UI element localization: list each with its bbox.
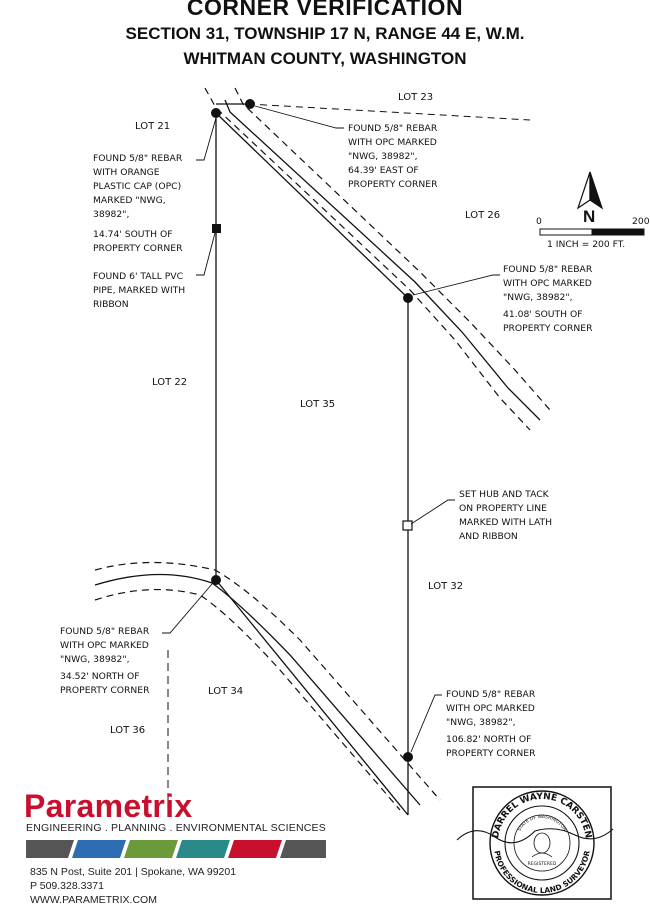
nw-rebar-marker: [211, 108, 221, 118]
note-ne-corner: FOUND 5/8" REBAR WITH OPC MARKED "NWG, 3…: [503, 264, 595, 334]
se-rebar-marker: [403, 752, 413, 762]
note-pvc-pipe: FOUND 6' TALL PVC PIPE, MARKED WITH RIBB…: [93, 271, 188, 310]
lot-23-label: LOT 23: [398, 92, 433, 103]
surveyor-seal: DARREL WAYNE CARSTEN PROFESSIONAL LAND S…: [456, 786, 614, 900]
lot-36-label: LOT 36: [110, 725, 145, 736]
map-title: CORNER VERIFICATION: [186, 0, 464, 20]
north-arrow: N: [576, 171, 604, 226]
note-top-rebar: FOUND 5/8" REBAR WITH OPC MARKED "NWG, 3…: [348, 123, 440, 190]
lot-32-label: LOT 32: [428, 581, 463, 592]
lot-35-label: LOT 35: [300, 399, 335, 410]
seal-portrait: [531, 832, 553, 858]
property-boundary: [215, 103, 409, 816]
company-phone: P 509.328.3371: [30, 880, 104, 892]
scale-start-label: 0: [536, 216, 542, 227]
bar-seg-1: [26, 840, 74, 858]
bar-seg-2: [72, 840, 126, 858]
note-hub-tack: SET HUB AND TACK ON PROPERTY LINE MARKED…: [459, 489, 555, 542]
company-website: WWW.PARAMETRIX.COM: [30, 894, 157, 906]
note-sw-corner: FOUND 5/8" REBAR WITH OPC MARKED "NWG, 3…: [60, 626, 152, 696]
road-northeast: [204, 87, 551, 431]
scale-bar: 0 200 1 INCH = 200 FT.: [536, 216, 650, 250]
scale-end-label: 200: [632, 216, 650, 227]
bar-seg-6: [280, 840, 326, 858]
map-subtitle-section: SECTION 31, TOWNSHIP 17 N, RANGE 44 E, W…: [125, 24, 525, 43]
lot-23-boundary: [247, 103, 531, 121]
company-tagline: ENGINEERING . PLANNING . ENVIRONMENTAL S…: [26, 822, 326, 834]
bar-seg-5: [228, 840, 282, 858]
lot-21-label: LOT 21: [135, 121, 170, 132]
lot-26-label: LOT 26: [465, 210, 500, 221]
lot-22-label: LOT 22: [152, 377, 187, 388]
company-address: 835 N Post, Suite 201 | Spokane, WA 9920…: [30, 866, 237, 878]
scale-text: 1 INCH = 200 FT.: [547, 239, 625, 250]
hub-tack-marker: [402, 520, 413, 531]
sw-rebar-marker: [211, 575, 221, 585]
brand-color-bar: [26, 840, 326, 858]
surveyor-signature: [456, 828, 614, 844]
company-logo: Parametrix: [24, 788, 193, 824]
bar-seg-4: [176, 840, 230, 858]
note-se-corner: FOUND 5/8" REBAR WITH OPC MARKED "NWG, 3…: [446, 689, 538, 759]
ne-rebar-marker: [403, 293, 413, 303]
seal-registered: REGISTERED: [528, 861, 557, 867]
note-nw-corner: FOUND 5/8" REBAR WITH ORANGE PLASTIC CAP…: [93, 153, 185, 254]
pvc-pipe-marker: [212, 224, 221, 233]
top-rebar-marker: [245, 99, 255, 109]
leader-lines: [162, 105, 500, 753]
north-letter: N: [583, 207, 595, 226]
map-subtitle-county: WHITMAN COUNTY, WASHINGTON: [183, 49, 467, 68]
bar-seg-3: [124, 840, 178, 858]
lot-34-label: LOT 34: [208, 686, 243, 697]
